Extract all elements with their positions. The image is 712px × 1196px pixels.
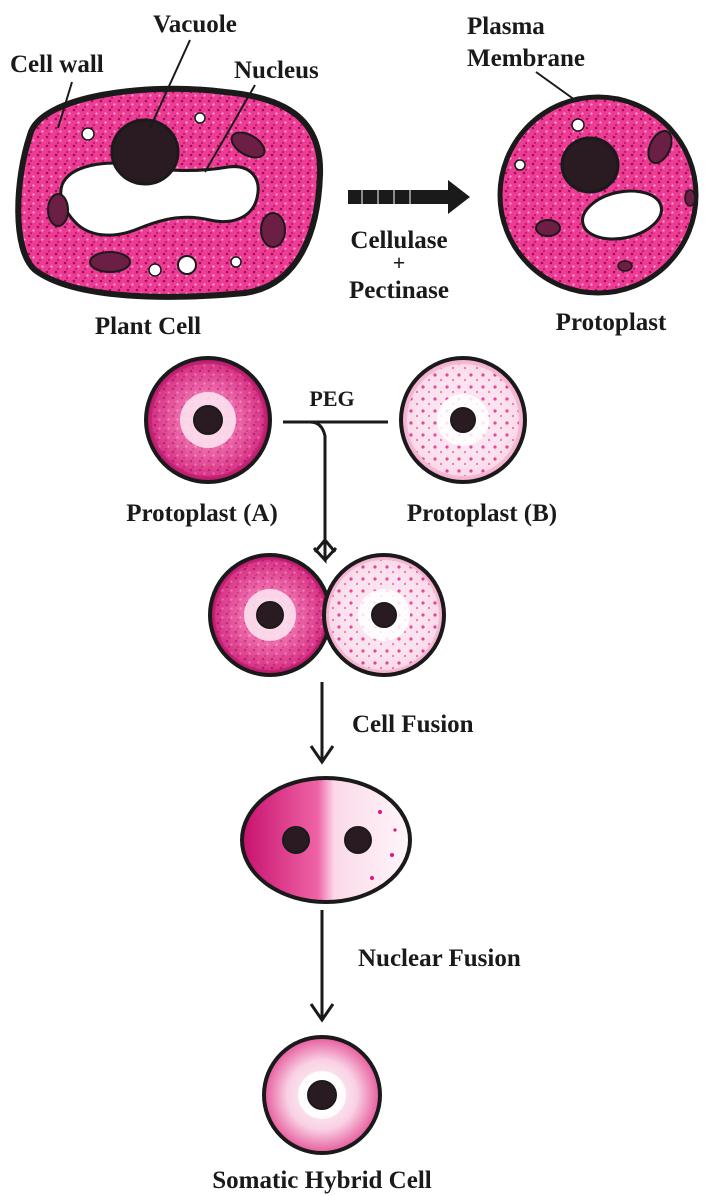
organelle <box>149 264 161 276</box>
plasma-label: Plasma <box>467 13 545 40</box>
organelle <box>515 160 525 170</box>
fused-nucleus-b <box>345 827 371 853</box>
organelle <box>195 113 205 123</box>
organelle <box>572 119 584 131</box>
arrow-down-1 <box>314 534 336 560</box>
nucleus <box>112 120 178 184</box>
plant-cell <box>18 89 320 297</box>
protoplast-a-cell <box>146 358 270 482</box>
arrow-down-2 <box>311 682 333 762</box>
fused-nucleus-a <box>283 827 309 853</box>
plus-label: + <box>393 250 406 275</box>
fused-cell <box>242 778 410 902</box>
nuclear-fusion-label: Nuclear Fusion <box>358 945 521 972</box>
organelle <box>685 190 695 206</box>
fusing-nucleus-a <box>257 602 283 628</box>
protoplast-a-label: Protoplast (A) <box>126 500 278 527</box>
membrane-label: Membrane <box>467 45 585 72</box>
somatic-hybrid-cell-label: Somatic Hybrid Cell <box>212 1167 431 1194</box>
fusing-cells <box>210 555 444 675</box>
protoplast-nucleus <box>562 138 618 192</box>
protoplast-label: Protoplast <box>556 309 667 336</box>
protoplast-b-nucleus <box>451 408 475 432</box>
protoplast-cell <box>500 97 696 293</box>
protoplast-a-nucleus <box>194 406 222 434</box>
organelle <box>618 261 632 271</box>
somatic-hybrid-cell <box>264 1037 380 1153</box>
organelle <box>231 257 241 267</box>
cell-fusion-label: Cell Fusion <box>352 711 474 738</box>
plant-cell-label: Plant Cell <box>95 313 201 340</box>
protoplast-b-cell <box>401 358 525 482</box>
organelle <box>536 220 560 236</box>
organelle <box>90 252 130 272</box>
fusing-nucleus-b <box>372 603 396 627</box>
peg-label: PEG <box>309 386 354 411</box>
plasma-membrane-leader <box>536 72 575 100</box>
nucleus-label: Nucleus <box>234 57 319 84</box>
arrow-down-3 <box>311 910 333 1020</box>
plasma-membrane <box>500 97 696 293</box>
vacuole-label: Vacuole <box>153 11 237 38</box>
organelle <box>261 213 285 247</box>
peg-bracket <box>283 422 388 540</box>
cell-wall-label: Cell wall <box>10 51 104 78</box>
enzyme-arrow <box>348 180 470 214</box>
protoplast-b-label: Protoplast (B) <box>407 500 557 527</box>
hybrid-nucleus <box>308 1081 336 1109</box>
pectinase-label: Pectinase <box>349 277 449 304</box>
organelle <box>178 256 196 274</box>
organelle <box>48 194 68 226</box>
organelle <box>82 128 94 140</box>
